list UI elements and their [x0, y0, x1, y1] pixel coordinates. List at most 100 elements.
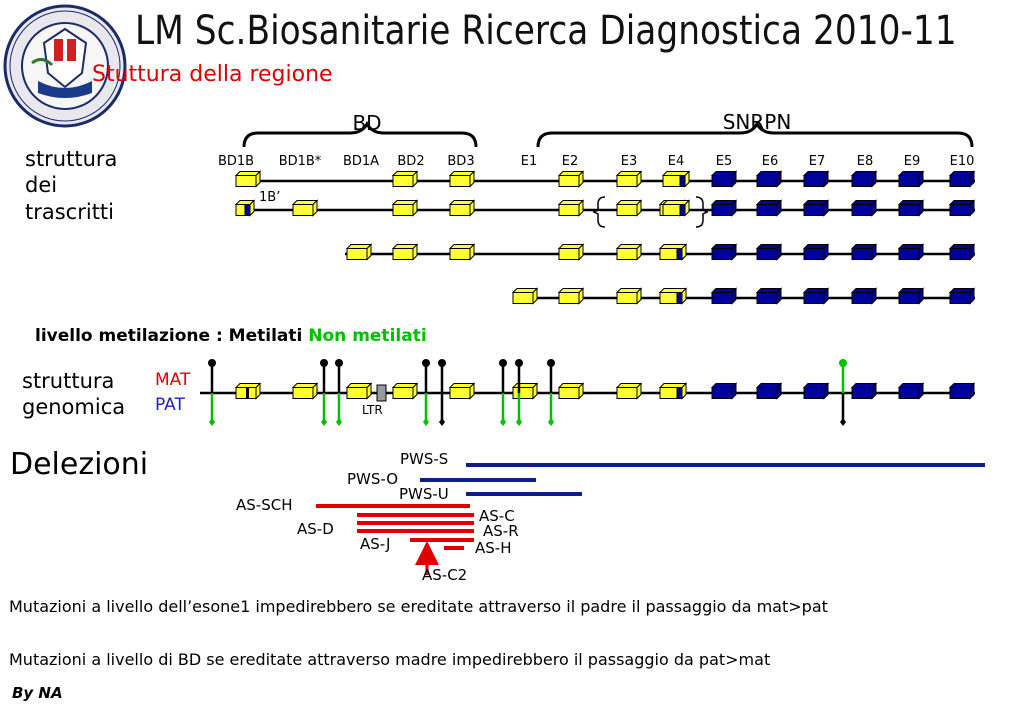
exon-label-e5: E5 [716, 154, 733, 169]
bd-brace [242, 120, 478, 148]
genomic-exon-bd3 [448, 382, 476, 400]
genomic-exon-e8 [850, 382, 878, 400]
pat-label: PAT [155, 395, 185, 415]
unmethylated-marker-1 [209, 393, 215, 426]
row2-exon-e10 [948, 199, 976, 217]
exon-label-e9: E9 [904, 154, 921, 169]
row2-exon-1b-prime [291, 199, 319, 217]
row2-exon-e5 [710, 199, 738, 217]
pws-o-label: PWS-O [347, 470, 398, 488]
exon-label-e3: E3 [621, 154, 638, 169]
bd-region-label: BD [352, 111, 381, 135]
unmethylated-label: Non metilati [308, 326, 427, 346]
row3-exon-bd3 [448, 243, 476, 261]
row3-exon-e5 [710, 243, 738, 261]
mat-label: MAT [155, 370, 191, 390]
as-c-label: AS-C [479, 507, 515, 525]
genomic-exon-e1 [511, 382, 539, 400]
row4-exon-e8 [850, 287, 878, 305]
genomic-exon-e4 [658, 382, 688, 400]
genomic-exon-bd1b-star [291, 382, 319, 400]
exon-label-e1: E1 [521, 154, 538, 169]
genomic-structure-label: struttura genomica [22, 369, 126, 420]
row1-exon-e7 [802, 170, 830, 188]
exon-label-e6: E6 [762, 154, 779, 169]
row3-exon-e10 [948, 243, 976, 261]
row1-exon-e9 [897, 170, 925, 188]
exon-label-e8: E8 [857, 154, 874, 169]
as-h-label: AS-H [475, 539, 511, 557]
exon-label-e10: E10 [950, 154, 975, 169]
row3-exon-e2 [557, 243, 585, 261]
alt-exon-1b-label: 1B’ [259, 190, 280, 205]
exon-label-bd2: BD2 [397, 154, 424, 169]
exon-label-bd1b: BD1B [218, 154, 254, 169]
row4-exon-e7 [802, 287, 830, 305]
row1-exon-bd2 [391, 170, 419, 188]
snrpn-region-label: SNRPN [723, 110, 792, 134]
row4-exon-e5 [710, 287, 738, 305]
transcripts-group [236, 179, 975, 300]
row1-exon-e5 [710, 170, 738, 188]
row1-exon-bd3 [448, 170, 476, 188]
snrpn-brace [536, 120, 974, 148]
methylated-marker-3 [335, 359, 343, 393]
exon-label-e7: E7 [809, 154, 826, 169]
row2-exon-e7 [802, 199, 830, 217]
row1-exon-e10 [948, 170, 976, 188]
row2-exon-e4 [661, 199, 691, 217]
transcripts-label: struttura dei trascritti [25, 147, 118, 224]
row3-exon-e4 [658, 243, 688, 261]
pws-u-label: PWS-U [399, 485, 449, 503]
university-seal-logo [3, 4, 127, 128]
unmethylated-marker-7 [548, 393, 554, 426]
row3-exon-e8 [850, 243, 878, 261]
genomic-exon-e7 [802, 382, 830, 400]
as-c2-label: AS-C2 [422, 566, 467, 584]
row2-exon-e2 [557, 199, 585, 217]
exon-boxes [234, 170, 976, 400]
slide-subtitle: Stuttura della regione [92, 62, 333, 87]
row3-exon-bd1a [345, 243, 373, 261]
exon-label-bd3: BD3 [447, 154, 474, 169]
methylated-marker-7 [515, 359, 523, 393]
row2-exon-e8 [850, 199, 878, 217]
row1-exon-e3 [615, 170, 643, 188]
deletions-heading: Delezioni [10, 447, 149, 482]
methylated-marker-pat-2 [840, 393, 846, 426]
as-j-label: AS-J [360, 535, 390, 553]
unmethylated-marker-mat-1 [839, 359, 847, 393]
exon-label-e4: E4 [668, 154, 685, 169]
row4-exon-e10 [948, 287, 976, 305]
methylated-marker-2 [320, 359, 328, 393]
unmethylated-marker-6 [516, 393, 522, 426]
row3-exon-e9 [897, 243, 925, 261]
unmethylated-marker-4 [423, 393, 429, 426]
exon-label-bd1a: BD1A [343, 154, 379, 169]
row4-exon-e4 [658, 287, 688, 305]
methylated-marker-pat-1 [439, 393, 445, 426]
row3-exon-e6 [755, 243, 783, 261]
row2-exon-e9 [897, 199, 925, 217]
row2-exon-e3 [615, 199, 643, 217]
exon-label-e2: E2 [562, 154, 579, 169]
row4-exon-e3 [615, 287, 643, 305]
author-credit: By NA [12, 684, 63, 702]
methylated-marker-6 [499, 359, 507, 393]
row1-exon-e8 [850, 170, 878, 188]
note-exon1: Mutazioni a livello dell’esone1 impedire… [9, 597, 828, 616]
genomic-exon-e6 [755, 382, 783, 400]
pws-s-label: PWS-S [400, 450, 448, 468]
genomic-exon-bd1b-mark [246, 387, 249, 399]
genomic-exon-e10 [948, 382, 976, 400]
row2-exon-bd2 [391, 199, 419, 217]
row3-exon-bd2 [391, 243, 419, 261]
bracket-right [695, 196, 709, 228]
ltr-element [376, 384, 387, 402]
row1-exon-e6 [755, 170, 783, 188]
note-bd: Mutazioni a livello di BD se ereditate a… [9, 650, 771, 669]
genomic-exon-e2 [557, 382, 585, 400]
methylation-prefix: livello metilazione : Metilati [35, 326, 303, 346]
row4-exon-e6 [755, 287, 783, 305]
